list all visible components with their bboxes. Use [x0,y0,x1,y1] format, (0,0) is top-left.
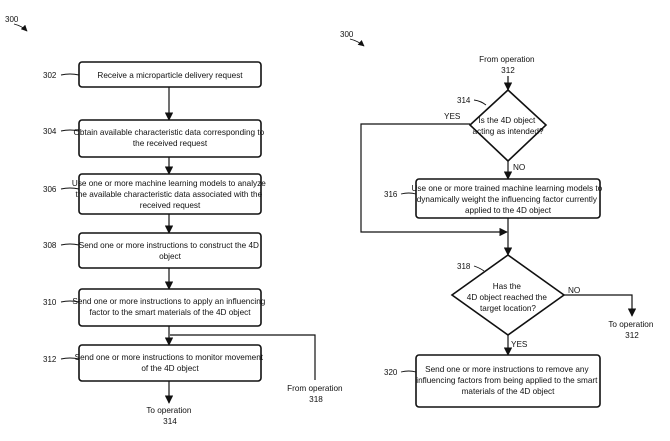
step-310-ref: 310 [43,298,57,307]
decision-318-no-label: NO [568,286,580,295]
step-308-leader [61,244,79,245]
step-316-ref: 316 [384,190,398,199]
left-from-operation-label: From operation 318 [287,384,345,404]
decision-318-yes-label: YES [511,340,528,349]
connector-318-no [564,295,632,316]
decision-314-no-label: NO [513,163,525,172]
step-306-ref: 306 [43,185,57,194]
decision-318-ref: 318 [457,262,471,271]
step-302-leader [61,74,79,75]
decision-314-yes-label: YES [444,112,461,121]
step-304-ref: 304 [43,127,57,136]
step-312-box [79,345,261,381]
left-flowchart: 300 Receive a microparticle delivery req… [5,15,345,426]
decision-314-leader [474,100,486,105]
step-308: Send one or more instructions to constru… [43,233,261,268]
left-figure-number: 300 [5,15,19,24]
right-from-operation-label: From operation 312 [479,55,537,75]
step-320-ref: 320 [384,368,398,377]
step-310: Send one or more instructions to apply a… [43,289,268,326]
left-to-operation-label: To operation 314 [146,406,193,426]
step-312-ref: 312 [43,355,57,364]
right-to-operation-label: To operation 312 [608,320,655,340]
step-304: Obtain available characteristic data cor… [43,120,266,157]
left-figure-number-leader [14,24,27,31]
step-304-leader [61,130,79,131]
decision-318-leader [474,266,484,271]
decision-314-ref: 314 [457,96,471,105]
step-302: Receive a microparticle delivery request… [43,62,261,87]
right-figure-number-leader [350,39,364,46]
step-308-box [79,233,261,268]
step-306: Use one or more machine learning models … [43,174,268,214]
step-320-leader [401,371,416,372]
step-316: Use one or more trained machine learning… [384,179,604,218]
step-302-ref: 302 [43,71,57,80]
step-302-text: Receive a microparticle delivery request [97,71,243,80]
step-316-leader [401,193,416,194]
step-306-leader [61,188,79,189]
decision-314-diamond [470,90,546,161]
step-312: Send one or more instructions to monitor… [43,345,265,381]
decision-314: Is the 4D object acting as intended? 314… [444,90,546,172]
step-320: Send one or more instructions to remove … [384,355,600,407]
right-figure-number: 300 [340,30,354,39]
step-308-ref: 308 [43,241,57,250]
step-310-leader [61,301,79,302]
step-312-leader [61,358,79,359]
decision-318: Has the 4D object reached the target loc… [452,255,580,349]
right-flowchart: 300 From operation 312 Is the 4D object … [340,30,656,407]
